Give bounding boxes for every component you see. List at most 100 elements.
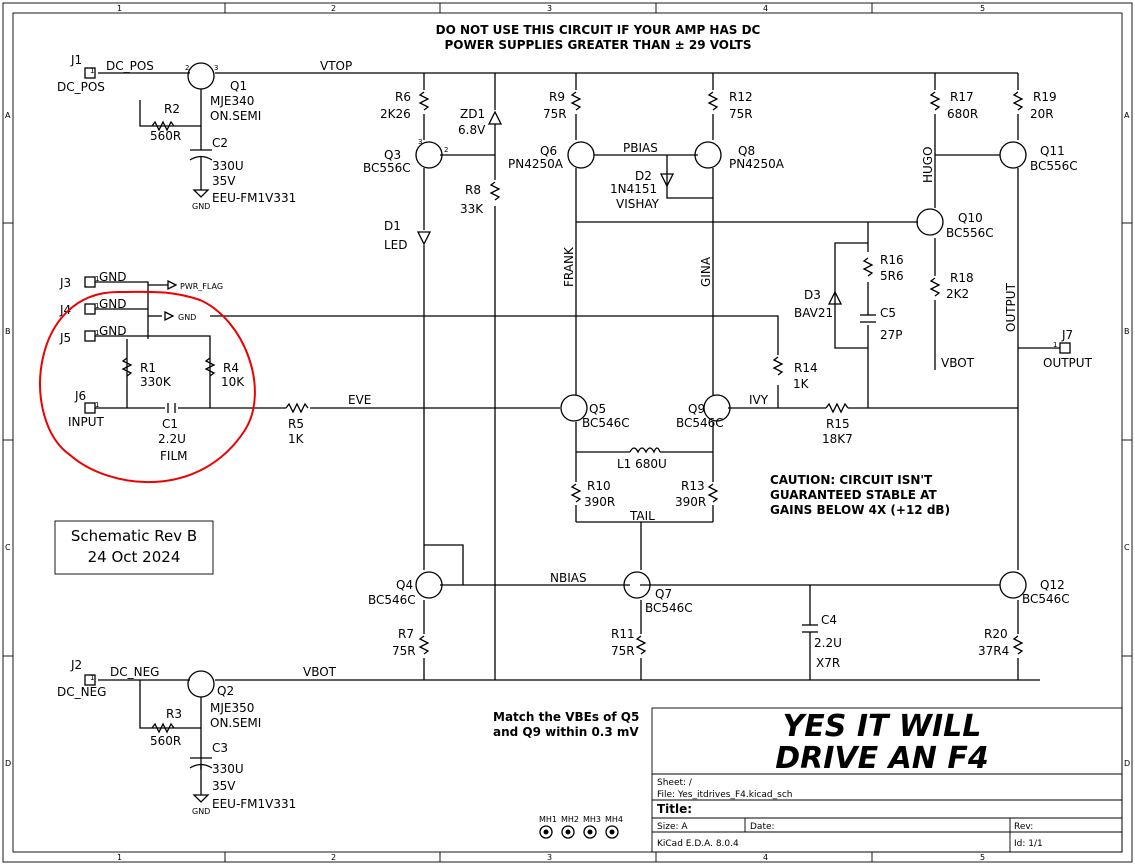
r19-value: 20R <box>1030 107 1054 121</box>
j4-pin: 1 <box>95 302 99 310</box>
q4-value: BC546C <box>368 593 416 607</box>
q3-pin-3: 3 <box>418 138 422 146</box>
title-big-line-1: YES IT WILL <box>783 709 982 744</box>
q3-ref: Q3 <box>384 148 401 162</box>
r18-symbol <box>929 277 941 297</box>
j1-ref: J1 <box>70 53 82 67</box>
warning-line-2: POWER SUPPLIES GREATER THAN ± 29 VOLTS <box>444 38 751 52</box>
r12-ref: R12 <box>729 90 753 104</box>
r20-symbol <box>1012 635 1024 655</box>
col-1-bottom: 1 <box>117 853 122 862</box>
col-2-bottom: 2 <box>331 853 336 862</box>
r2-ref: R2 <box>164 102 180 116</box>
r6-value: 2K26 <box>380 107 411 121</box>
pwr-flag-symbol <box>167 279 178 291</box>
c2-voltage: 35V <box>212 174 236 188</box>
d3-value: BAV21 <box>794 306 833 320</box>
q1-r2-wire <box>139 100 201 127</box>
r20-ref: R20 <box>984 627 1008 641</box>
c1-ref: C1 <box>162 417 178 431</box>
q9-value: BC546C <box>676 416 724 430</box>
d2-mfr: VISHAY <box>616 197 660 211</box>
pwr-flag-label: PWR_FLAG <box>180 282 223 291</box>
match-note-1: Match the VBEs of Q5 <box>493 710 639 724</box>
d3-symbol <box>827 290 843 305</box>
q9-ref: Q9 <box>688 402 705 416</box>
d1-led-symbol <box>416 231 432 246</box>
j2-ref: J2 <box>70 658 82 672</box>
c2-gnd-label: GND <box>192 202 210 211</box>
net-dc-neg: DC_NEG <box>110 665 159 679</box>
q1-pin-2: 2 <box>185 64 189 72</box>
j5-ref: J5 <box>59 331 71 345</box>
warning-line-1: DO NOT USE THIS CIRCUIT IF YOUR AMP HAS … <box>436 23 761 37</box>
row-c-right: C <box>1124 543 1130 552</box>
tb-tool: KiCad E.D.A. 8.0.4 <box>657 839 739 849</box>
r13-symbol <box>707 483 719 503</box>
r4-symbol <box>204 357 216 377</box>
c5-ref: C5 <box>880 306 896 320</box>
l1-symbol <box>629 447 661 454</box>
row-a-right: A <box>1124 111 1130 120</box>
net-hugo: HUGO <box>921 146 935 183</box>
c3-gnd-symbol <box>192 794 210 803</box>
tb-id: Id: 1/1 <box>1014 839 1043 849</box>
r2-value: 560R <box>150 129 181 143</box>
r19-ref: R19 <box>1033 90 1057 104</box>
title-block-frame <box>651 707 1123 853</box>
q5-symbol <box>560 394 588 422</box>
r15-ref: R15 <box>826 417 850 431</box>
col-2-top: 2 <box>331 4 336 13</box>
r3-ref: R3 <box>166 707 182 721</box>
j3-connector-symbol <box>84 276 96 288</box>
j4-pin-label: GND <box>99 297 127 311</box>
r12-symbol <box>707 91 719 111</box>
output-stage-wires <box>834 73 1060 680</box>
r12-value: 75R <box>729 107 753 121</box>
q4-ref: Q4 <box>396 578 413 592</box>
c3-voltage: 35V <box>212 779 236 793</box>
r13-ref: R13 <box>681 479 705 493</box>
zd1-ref: ZD1 <box>460 107 485 121</box>
c5-value: 27P <box>880 328 903 342</box>
title-big-line-2: DRIVE AN F4 <box>775 741 988 776</box>
net-eve: EVE <box>348 393 371 407</box>
r11-value: 75R <box>611 644 635 658</box>
c3-plate-bottom <box>189 763 213 769</box>
j2-name: DC_NEG <box>57 685 106 699</box>
q2-r3-wire <box>139 680 201 729</box>
q6-value: PN4250A <box>508 157 564 171</box>
r5-ref: R5 <box>288 417 304 431</box>
r11-ref: R11 <box>611 627 635 641</box>
left-stage-wires <box>423 73 630 680</box>
q1-value: MJE340 <box>210 94 254 108</box>
mh3-label: MH3 <box>583 815 601 824</box>
j1-name: DC_POS <box>57 80 105 94</box>
r7-value: 75R <box>392 644 416 658</box>
caution-line-1: CAUTION: CIRCUIT ISN'T <box>770 473 933 487</box>
d3-ref: D3 <box>804 288 821 302</box>
q11-value: BC556C <box>1030 159 1078 173</box>
r1-ref: R1 <box>140 361 156 375</box>
r8-value: 33K <box>460 202 484 216</box>
j7-name: OUTPUT <box>1043 356 1093 370</box>
r10-value: 390R <box>584 495 615 509</box>
net-gina: GINA <box>699 256 713 287</box>
net-output: OUTPUT <box>1004 282 1018 332</box>
c1-type: FILM <box>160 449 187 463</box>
tb-size: Size: A <box>657 822 688 832</box>
j5-pin: 1 <box>95 329 99 337</box>
r13-value: 390R <box>675 495 706 509</box>
j3-ref: J3 <box>59 276 71 290</box>
r18-value: 2K2 <box>946 287 969 301</box>
col-5-top: 5 <box>980 4 985 13</box>
r1-symbol <box>121 357 133 377</box>
c2-ref: C2 <box>212 136 228 150</box>
l1-label: L1 680U <box>617 457 667 471</box>
r9-symbol <box>570 91 582 111</box>
c2-value: 330U <box>212 159 244 173</box>
net-ivy: IVY <box>749 393 769 407</box>
q8-ref: Q8 <box>738 144 755 158</box>
q10-value: BC556C <box>946 226 994 240</box>
r17-ref: R17 <box>950 90 974 104</box>
